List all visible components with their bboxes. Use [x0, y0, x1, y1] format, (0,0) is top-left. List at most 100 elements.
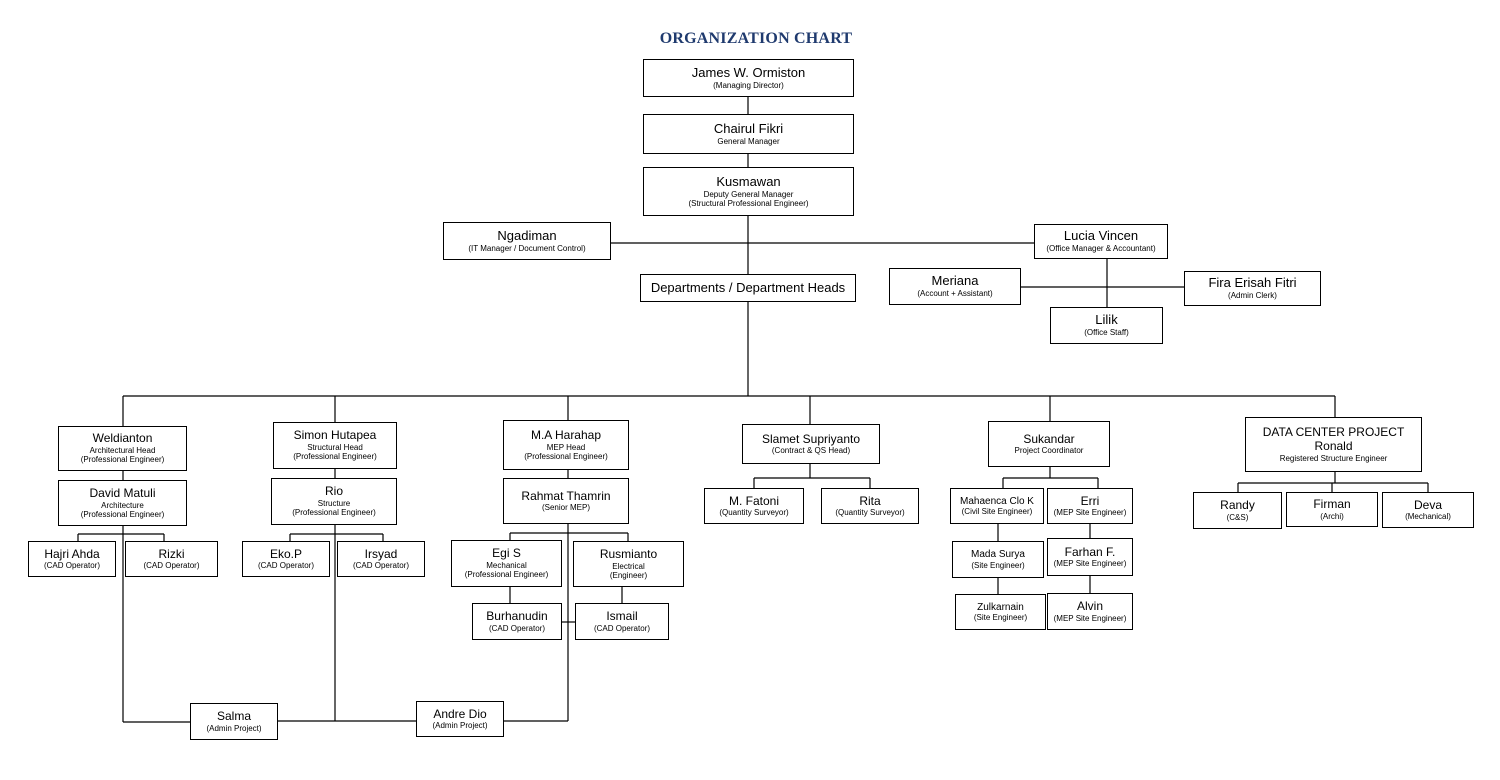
node-role: (Quantity Surveyor): [835, 508, 905, 518]
node-role: (CAD Operator): [488, 623, 545, 633]
org-node-rahmat: Rahmat Thamrin(Senior MEP): [503, 478, 629, 524]
node-role: (Mechanical): [1405, 512, 1451, 522]
org-node-rita: Rita(Quantity Surveyor): [821, 488, 919, 524]
node-name: Rahmat Thamrin: [521, 488, 611, 503]
org-node-farhan: Farhan F.(MEP Site Engineer): [1047, 538, 1133, 576]
node-role: (MEP Site Engineer): [1053, 508, 1127, 518]
node-role: (Professional Engineer): [292, 508, 376, 518]
node-name: Rusmianto: [599, 546, 658, 561]
node-name: Kusmawan: [716, 173, 781, 189]
org-node-slamet: Slamet Supriyanto(Contract & QS Head): [742, 424, 880, 464]
node-role: Structural Head: [307, 443, 363, 453]
node-role: (Admin Project): [206, 723, 262, 733]
org-node-md: James W. Ormiston(Managing Director): [643, 59, 854, 97]
node-name: DATA CENTER PROJECT: [1262, 425, 1405, 440]
org-node-irsyad: Irsyad(CAD Operator): [337, 541, 425, 577]
node-name: Mada Surya: [971, 549, 1025, 561]
org-node-dept: Departments / Department Heads: [640, 274, 856, 302]
node-name: Lilik: [1095, 312, 1118, 328]
org-node-lilik: Lilik(Office Staff): [1050, 307, 1163, 344]
node-name: Eko.P: [269, 546, 302, 561]
node-role: (Contract & QS Head): [771, 446, 851, 456]
node-role: (IT Manager / Document Control): [468, 243, 586, 253]
org-node-randy: Randy(C&S): [1193, 492, 1282, 529]
node-name: Hajri Ahda: [44, 546, 100, 561]
node-name: Weldianton: [92, 431, 153, 446]
org-node-eko: Eko.P(CAD Operator): [242, 541, 330, 577]
node-name: Alvin: [1076, 599, 1103, 613]
node-name: Egi S: [492, 546, 521, 561]
org-node-zulkarnain: Zulkarnain(Site Engineer): [955, 594, 1046, 630]
node-name: Deva: [1413, 497, 1442, 512]
org-node-burhanudin: Burhanudin(CAD Operator): [472, 603, 562, 640]
org-node-ismail: Ismail(CAD Operator): [575, 603, 669, 640]
node-name: Rio: [324, 484, 343, 499]
org-node-fira: Fira Erisah Fitri(Admin Clerk): [1184, 271, 1321, 306]
org-node-mada: Mada Surya(Site Engineer): [952, 541, 1044, 578]
node-name: Ismail: [606, 609, 638, 623]
chart-title: ORGANIZATION CHART: [659, 30, 853, 47]
node-role: (Office Staff): [1084, 328, 1129, 338]
node-role: General Manager: [717, 136, 780, 146]
node-role: (MEP Site Engineer): [1053, 613, 1127, 623]
node-role: (Professional Engineer): [80, 455, 165, 465]
node-name: Randy: [1220, 498, 1255, 512]
node-role: (CAD Operator): [352, 561, 409, 571]
node-name: Zulkarnain: [977, 601, 1024, 613]
node-role: Project Coordinator: [1014, 446, 1084, 456]
node-name: Ngadiman: [497, 227, 557, 243]
org-node-erri: Erri(MEP Site Engineer): [1047, 488, 1133, 524]
org-node-andre: Andre Dio(Admin Project): [416, 701, 504, 737]
org-node-rizki: Rizki(CAD Operator): [125, 541, 218, 577]
node-role: MEP Head: [546, 442, 586, 452]
node-name: James W. Ormiston: [691, 64, 806, 80]
org-node-ngadiman: Ngadiman(IT Manager / Document Control): [443, 222, 611, 260]
node-role: Deputy General Manager: [703, 189, 794, 199]
node-role: (CAD Operator): [593, 623, 650, 633]
node-role: (Professional Engineer): [464, 570, 549, 580]
node-role: Structure: [317, 499, 351, 509]
node-name: Rizki: [158, 546, 185, 561]
org-node-firman: Firman(Archi): [1286, 492, 1378, 527]
node-name: Meriana: [931, 273, 979, 289]
node-name: Slamet Supriyanto: [761, 431, 861, 446]
org-node-hajri: Hajri Ahda(CAD Operator): [28, 541, 116, 577]
node-name: Farhan F.: [1064, 544, 1116, 559]
node-role: Electrical: [612, 561, 645, 571]
org-node-lucia: Lucia Vincen(Office Manager & Accountant…: [1034, 224, 1168, 259]
node-name: Rita: [859, 493, 881, 508]
org-node-alvin: Alvin(MEP Site Engineer): [1047, 593, 1133, 630]
node-role: (Site Engineer): [973, 613, 1028, 623]
node-role: (Professional Engineer): [80, 509, 165, 519]
node-role: (Senior MEP): [541, 503, 590, 513]
node-name: Firman: [1313, 497, 1351, 511]
node-name: David Matuli: [89, 485, 156, 500]
node-role: (CAD Operator): [43, 561, 100, 571]
node-role: (Professional Engineer): [524, 451, 608, 461]
node-name: Irsyad: [364, 546, 398, 561]
node-role: (Admin Clerk): [1228, 291, 1277, 301]
node-role: (Office Manager & Accountant): [1046, 244, 1156, 254]
node-role: (Archi): [1320, 511, 1344, 521]
node-name: M. Fatoni: [728, 493, 779, 508]
node-name: Chairul Fikri: [713, 120, 784, 136]
node-role: (Civil Site Engineer): [961, 507, 1033, 517]
node-role: (Account + Assistant): [917, 289, 993, 299]
node-role: (Professional Engineer): [293, 452, 377, 462]
node-role: (MEP Site Engineer): [1053, 559, 1127, 569]
node-role: (Quantity Surveyor): [719, 508, 789, 518]
org-node-mahaenca: Mahaenca Clo K(Civil Site Engineer): [950, 488, 1044, 524]
node-name: Sukandar: [1023, 431, 1075, 446]
node-name: Lucia Vincen: [1063, 228, 1139, 244]
node-name: Mahaenca Clo K: [960, 495, 1034, 507]
